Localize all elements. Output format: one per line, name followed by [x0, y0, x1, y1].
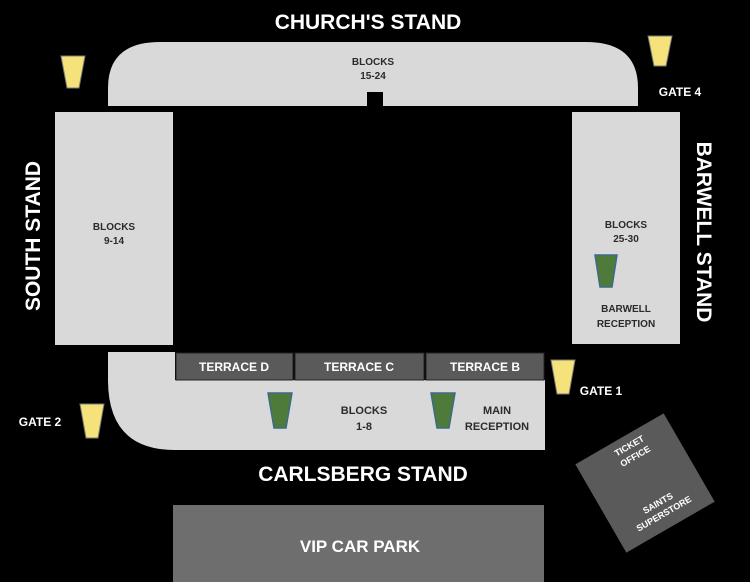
- carlsberg-entrance-marker: [267, 392, 293, 429]
- barwell-reception-line2: RECEPTION: [597, 319, 655, 330]
- terrace-d-label: TERRACE D: [199, 360, 269, 374]
- barwell-blocks-title: BLOCKS: [605, 220, 648, 231]
- church-stand-name: CHURCH'S STAND: [275, 11, 462, 34]
- church-blocks-title: BLOCKS: [352, 57, 395, 68]
- main-reception-line2: RECEPTION: [465, 421, 529, 433]
- tunnel-gap: [367, 92, 383, 106]
- carlsberg-blocks-title: BLOCKS: [341, 405, 387, 417]
- barwell-stand[interactable]: BLOCKS 25-30 BARWELL RECEPTION: [572, 112, 680, 344]
- south-blocks-title: BLOCKS: [93, 222, 136, 233]
- barwell-reception-line1: BARWELL: [601, 304, 651, 315]
- southwest-corner: [108, 352, 175, 450]
- terrace-c[interactable]: TERRACE C: [294, 352, 425, 381]
- carlsberg-blocks-range: 1-8: [356, 421, 372, 433]
- vip-car-park-label: VIP CAR PARK: [300, 537, 421, 556]
- church-stand-shape: [108, 42, 638, 106]
- south-stand[interactable]: BLOCKS 9-14: [55, 112, 173, 345]
- church-west-gate-icon[interactable]: [60, 55, 86, 89]
- terrace-b-label: TERRACE B: [450, 360, 520, 374]
- terrace-b[interactable]: TERRACE B: [425, 352, 545, 381]
- gate-4-icon[interactable]: [647, 35, 673, 67]
- gate-2-label: GATE 2: [19, 415, 62, 429]
- carlsberg-stand-shape: [175, 380, 545, 450]
- gate-2-icon[interactable]: [79, 403, 105, 439]
- gate-1-label: GATE 1: [580, 384, 623, 398]
- ticket-office-shape: [575, 413, 715, 553]
- main-reception-line1: MAIN: [483, 405, 511, 417]
- carlsberg-stand[interactable]: BLOCKS 1-8 MAIN RECEPTION: [175, 380, 545, 450]
- vip-car-park[interactable]: VIP CAR PARK: [173, 505, 544, 582]
- barwell-stand-name: BARWELL STAND: [692, 142, 715, 323]
- south-stand-name: SOUTH STAND: [22, 161, 45, 311]
- carlsberg-stand-name: CARLSBERG STAND: [258, 463, 468, 486]
- ticket-office-building[interactable]: TICKET OFFICE SAINTS SUPERSTORE: [575, 413, 715, 553]
- south-stand-shape: [55, 112, 173, 345]
- church-stand[interactable]: BLOCKS 15-24: [108, 42, 638, 106]
- gate-1-icon[interactable]: [550, 359, 576, 395]
- gate-4-label: GATE 4: [659, 85, 702, 99]
- barwell-stand-shape: [572, 112, 680, 344]
- church-blocks-range: 15-24: [360, 71, 386, 82]
- terrace-d[interactable]: TERRACE D: [175, 352, 294, 381]
- main-reception-marker: [430, 392, 456, 429]
- barwell-reception-marker: [594, 254, 618, 288]
- south-blocks-range: 9-14: [104, 236, 124, 247]
- terrace-c-label: TERRACE C: [324, 360, 394, 374]
- barwell-blocks-range: 25-30: [613, 234, 639, 245]
